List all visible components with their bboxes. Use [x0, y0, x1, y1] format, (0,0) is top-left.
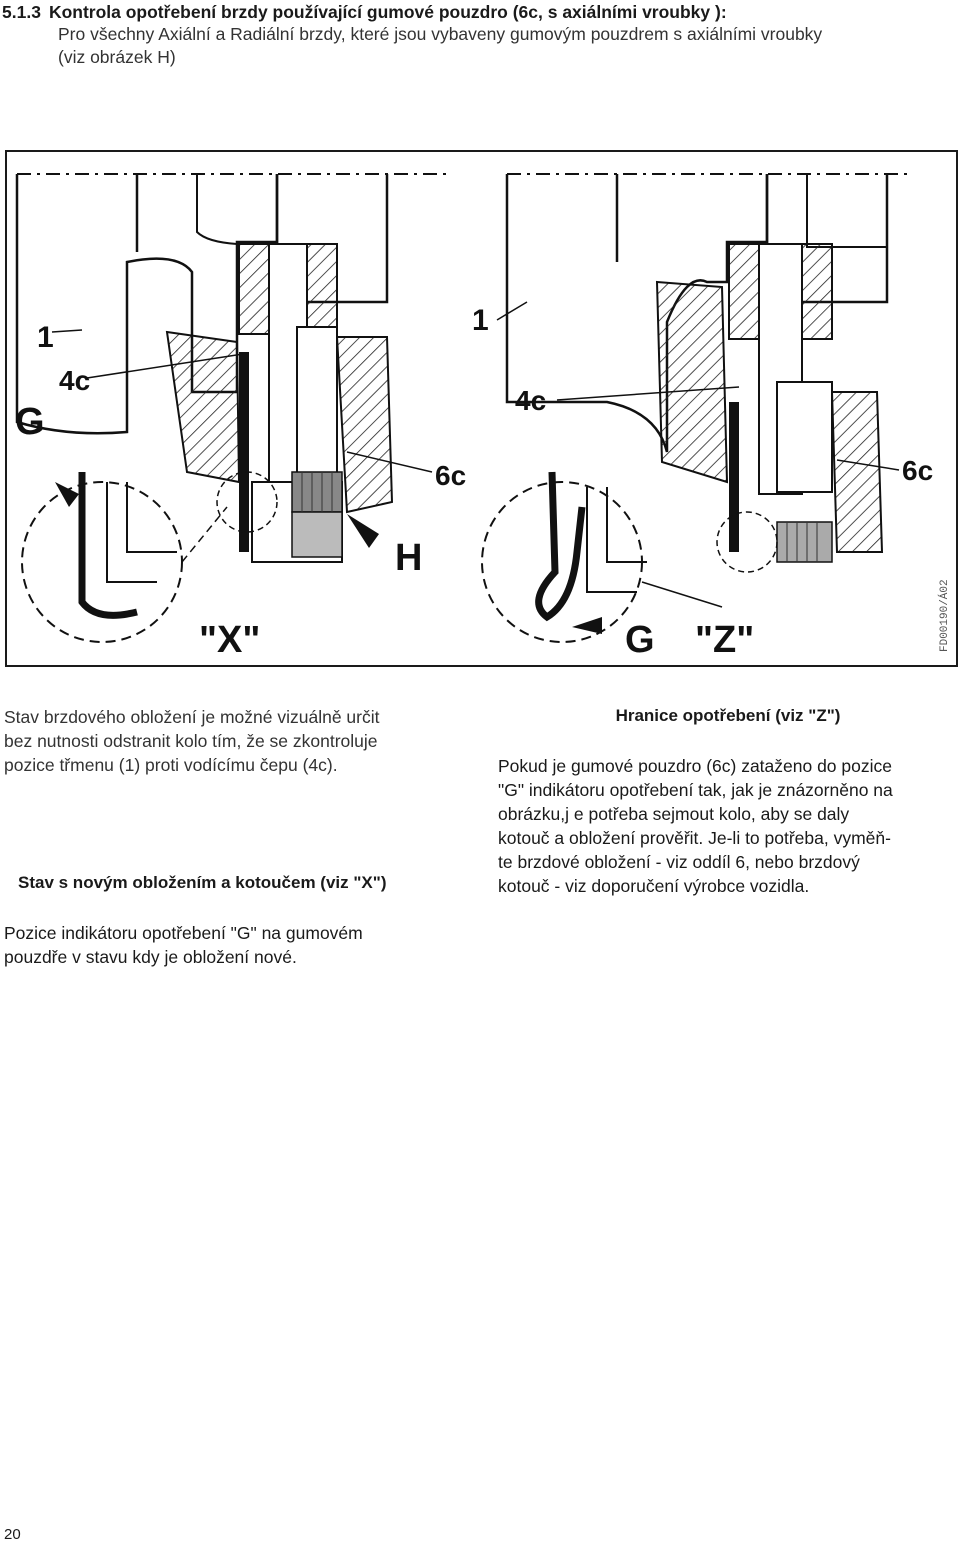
intro-line: Pro všechny Axiální a Radiální brzdy, kt… [58, 24, 823, 44]
paragraph-line: "G" indikátoru opotřebení tak, jak je zn… [498, 780, 893, 800]
left-assembly [15, 174, 394, 563]
paragraph-line: Stav brzdového obložení je možné vizuáln… [4, 707, 380, 727]
paragraph-line: te brzdové obložení - viz oddíl 6, nebo … [498, 852, 860, 872]
label-4c-right: 4c [515, 385, 546, 416]
label-x: "X" [199, 619, 260, 661]
label-g-right: G [625, 619, 655, 661]
label-6c-left: 6c [435, 460, 466, 491]
leader-line [496, 301, 528, 321]
brake-diagram: 1 4c G 6c H "X" 1 4c 6c G "Z" FD00190/Á0… [15, 173, 951, 661]
leader-line [556, 386, 740, 401]
leader-line [836, 459, 900, 471]
brake-figure: 1 4c G 6c H "X" 1 4c 6c G "Z" FD00190/Á0… [5, 150, 958, 667]
label-g-left: G [15, 401, 45, 443]
paragraph-line: bez nutnosti odstranit kolo tím, že se z… [4, 731, 378, 751]
arrow-g-left [55, 482, 79, 507]
label-h: H [395, 537, 422, 579]
label-1-right: 1 [472, 304, 489, 337]
section-heading: 5.1.3 Kontrola opotřebení brzdy používají… [2, 1, 952, 23]
paragraph-line: pozice třmenu (1) proti vodícímu čepu (4… [4, 755, 338, 775]
paragraph-line: kotouč a obložení prověřit. Je-li to pot… [498, 828, 891, 848]
leader-line [86, 353, 244, 379]
leader-line [641, 581, 723, 608]
right-column-text: Pokud je gumové pouzdro (6c) zataženo do… [498, 754, 958, 898]
left-column-text: Stav brzdového obložení je možné vizuáln… [4, 705, 459, 777]
label-z: "Z" [695, 619, 754, 661]
paragraph-line: kotouč - viz doporučení výrobce vozidla. [498, 876, 810, 896]
paragraph-line: pouzdře v stavu kdy je obložení nové. [4, 947, 297, 967]
section-number: 5.1.3 [2, 2, 41, 22]
intro-text: Pro všechny Axiální a Radiální brzdy, kt… [58, 23, 948, 69]
page-number: 20 [4, 1526, 21, 1543]
left-subheading: Stav s novým obložením a kotoučem (viz "… [18, 873, 387, 892]
intro-line: (viz obrázek H) [58, 47, 176, 67]
right-column-title: Hranice opotřebení (viz "Z") [615, 706, 841, 725]
leader-line [346, 451, 433, 473]
arrow-g-right [572, 617, 602, 634]
paragraph-line: Pozice indikátoru opotřebení "G" na gumo… [4, 923, 363, 943]
detail-circle-z [481, 471, 778, 643]
arrow-h [347, 514, 379, 548]
section-title: Kontrola opotřebení brzdy používající gu… [48, 2, 727, 22]
paragraph-line: Pokud je gumové pouzdro (6c) zataženo do… [498, 756, 892, 776]
detail-circle-x [21, 471, 278, 643]
label-6c-right: 6c [902, 455, 933, 486]
label-1-left: 1 [37, 321, 54, 354]
label-4c-left: 4c [59, 365, 90, 396]
figure-code: FD00190/Á02 [937, 579, 951, 652]
paragraph-line: obrázku,j e potřeba sejmout kolo, aby se… [498, 804, 850, 824]
right-assembly [505, 174, 889, 563]
left-note: Pozice indikátoru opotřebení "G" na gumo… [4, 921, 454, 969]
leader-line [51, 329, 83, 333]
